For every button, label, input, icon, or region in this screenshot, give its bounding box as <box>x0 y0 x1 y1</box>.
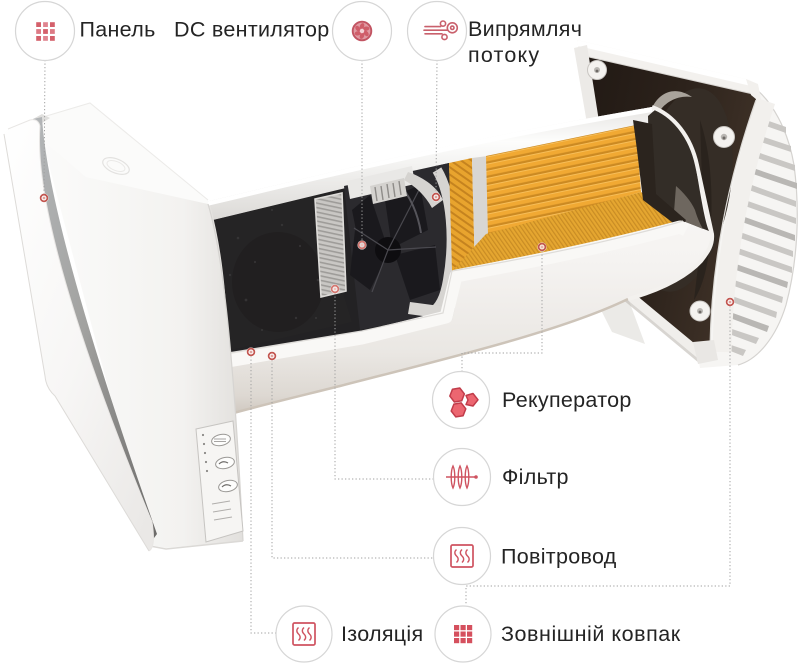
svg-text:Випрямляч: Випрямляч <box>468 17 582 41</box>
svg-text:Повітровод: Повітровод <box>501 545 617 569</box>
svg-text:Фільтр: Фільтр <box>502 465 569 489</box>
svg-text:Ізоляція: Ізоляція <box>341 622 423 646</box>
svg-text:потоку: потоку <box>468 43 540 67</box>
svg-text:Рекуператор: Рекуператор <box>502 388 632 412</box>
svg-text:Зовнішній ковпак: Зовнішній ковпак <box>501 622 681 646</box>
svg-text:Панель: Панель <box>80 18 156 42</box>
svg-text:DC вентилятор: DC вентилятор <box>174 18 330 42</box>
